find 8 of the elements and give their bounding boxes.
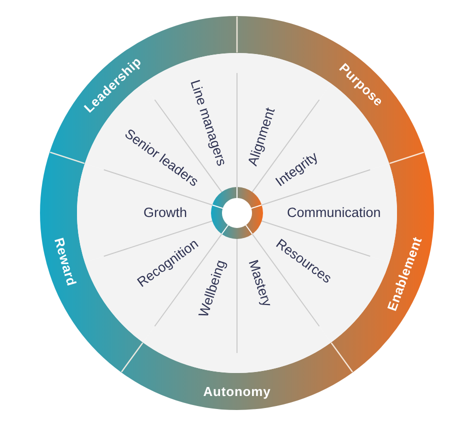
sector-label: Mastery bbox=[244, 258, 275, 309]
wheel-sector bbox=[237, 234, 332, 373]
segment-label: Autonomy bbox=[203, 384, 271, 400]
sector-label: Growth bbox=[143, 205, 187, 221]
sector-label: Communication bbox=[287, 205, 381, 221]
segment-label: Reward bbox=[50, 236, 80, 288]
wheel-sector bbox=[236, 53, 332, 192]
ring-segment bbox=[121, 342, 353, 410]
